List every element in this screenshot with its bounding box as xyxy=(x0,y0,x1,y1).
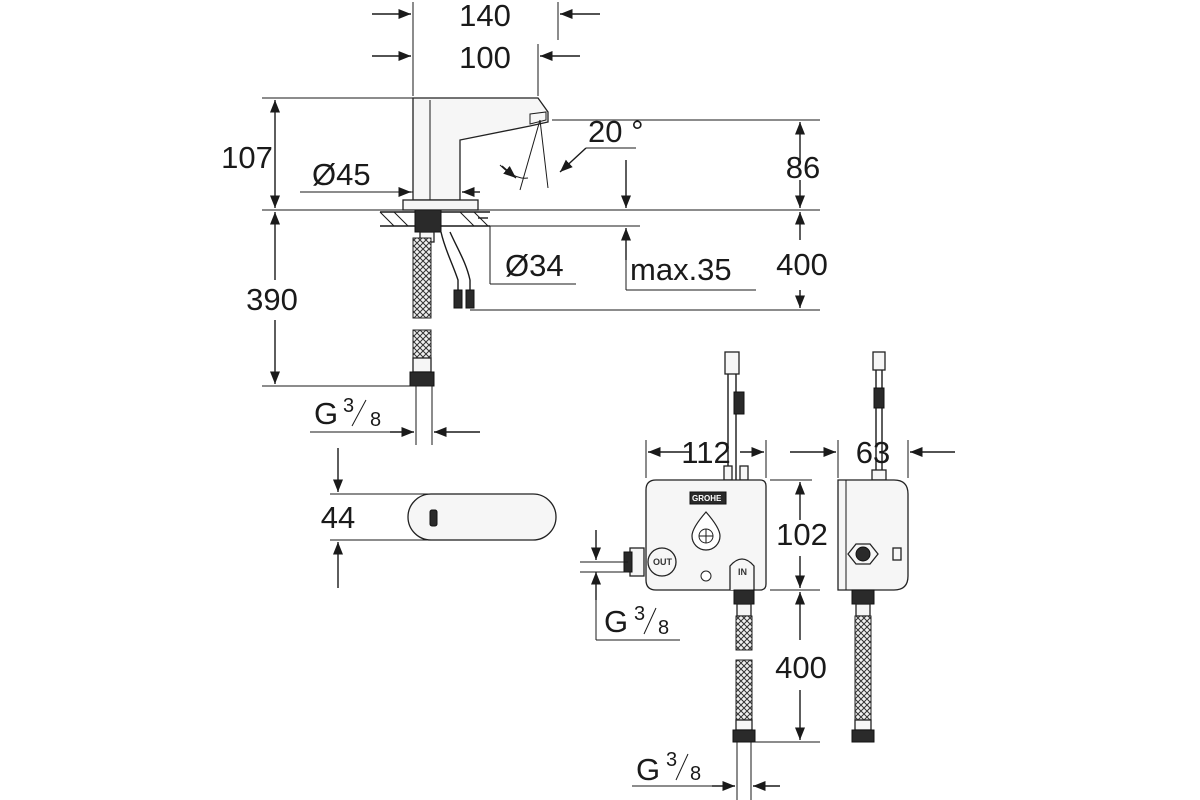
control-box-front: GROHE OUT IN xyxy=(623,351,767,800)
thread-label-in: G 3 8 xyxy=(636,749,701,787)
svg-text:8: 8 xyxy=(370,409,381,431)
dim-hose-length: 400 xyxy=(775,650,827,685)
dim-width-total: 140 xyxy=(459,0,511,33)
dim-box-width: 112 xyxy=(681,435,730,470)
svg-text:3: 3 xyxy=(666,749,677,771)
svg-text:3: 3 xyxy=(634,603,645,625)
dim-max-thickness: max.35 xyxy=(630,252,732,287)
svg-text:IN: IN xyxy=(738,567,747,577)
svg-text:G: G xyxy=(314,396,338,431)
dim-diameter-base: Ø45 xyxy=(312,157,371,192)
dim-below-height: 390 xyxy=(246,282,298,317)
dim-diameter-hole: Ø34 xyxy=(505,248,564,283)
svg-text:3: 3 xyxy=(343,395,354,417)
thread-label-main: G 3 8 xyxy=(314,395,381,431)
svg-text:GROHE: GROHE xyxy=(692,494,722,503)
sensor-window xyxy=(407,493,557,541)
dim-spout-height: 86 xyxy=(786,150,820,185)
dim-cable-length: 400 xyxy=(776,247,828,282)
dim-sensor-height: 44 xyxy=(321,500,355,535)
dim-box-depth: 63 xyxy=(856,435,890,470)
svg-text:OUT: OUT xyxy=(653,557,673,567)
dim-width-body: 100 xyxy=(459,40,511,75)
svg-text:8: 8 xyxy=(658,617,669,639)
svg-text:G: G xyxy=(604,604,628,639)
control-box-side xyxy=(837,351,909,743)
faucet-side-view xyxy=(379,97,549,445)
thread-label-out: G 3 8 xyxy=(604,603,669,639)
svg-text:8: 8 xyxy=(690,763,701,785)
dim-height-total: 107 xyxy=(221,140,273,175)
dim-box-height: 102 xyxy=(776,517,828,552)
dim-angle: 20 ° xyxy=(588,114,644,149)
svg-text:G: G xyxy=(636,752,660,787)
